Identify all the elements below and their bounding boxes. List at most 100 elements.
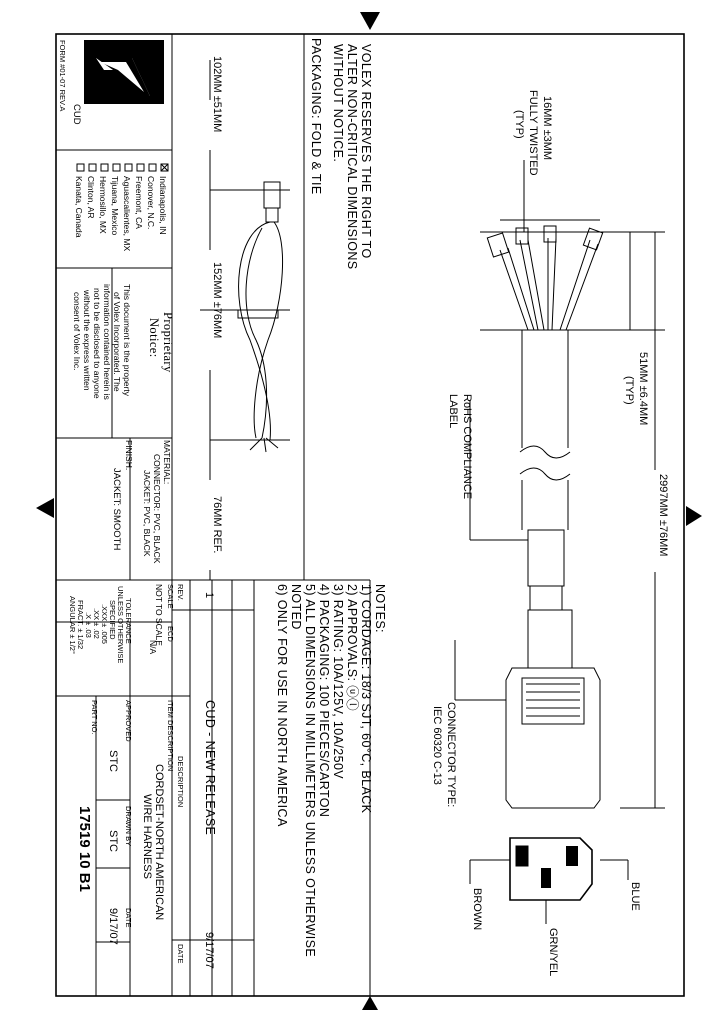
c13-connector-face: [509, 837, 593, 901]
proprietary-line-4: without the express written: [82, 289, 92, 391]
finish-value: JACKET: SMOOTH: [111, 468, 122, 550]
material-jacket: JACKET: PVC, BLACK: [142, 470, 152, 557]
checkbox-tijuana[interactable]: [112, 163, 121, 172]
tolerance-5: .XX ± .02: [92, 608, 101, 639]
material-connector: CONNECTOR: PVC, BLACK: [152, 454, 162, 564]
note-1: 1) CORDAGE: 18/3 SJT, 60°C, BLACK: [359, 584, 373, 814]
strip-dim-2: (TYP): [623, 376, 635, 405]
rev-header: REV.: [176, 584, 185, 601]
volex-logo: Volex CUD FORM #01-07 REV.A: [58, 38, 168, 146]
logo-sub: CUD: [71, 104, 82, 125]
part-no-value: 17519 10 B1: [76, 806, 93, 892]
checkbox-kanata[interactable]: [76, 163, 85, 172]
rohs-label-1: RoHS COMPLIANCE: [461, 394, 473, 499]
checkbox-hermosillo[interactable]: [100, 163, 109, 172]
tolerance-7: FRACT. ± 1/32: [76, 600, 85, 649]
location-list: Indianapolis, IN Conover, N.C. Freemont,…: [74, 163, 169, 251]
item-description-2: WIRE HARNESS: [141, 794, 153, 879]
wire-blue-label: BLUE: [629, 882, 641, 911]
note-6: 6) ONLY FOR USE IN NORTH AMERICA: [275, 584, 289, 827]
packaging-note: PACKAGING: FOLD & TIE: [309, 38, 323, 195]
connector-grip-ribs: [521, 677, 585, 725]
note-5-cont: NOTED: [289, 584, 303, 630]
wire-brown-label: BROWN: [471, 888, 483, 930]
dimension-lines: [454, 160, 665, 924]
drawn-label: DRAWN BY: [124, 806, 133, 846]
checkbox-conover[interactable]: [148, 163, 157, 172]
center-mark-left: [36, 498, 54, 518]
scale-value: NOT TO SCALE: [154, 584, 164, 646]
tolerance-1: TOLERANCE: [124, 598, 133, 644]
connector-type-2: IEC 60320 C-13: [431, 706, 443, 785]
date-header: DATE: [176, 944, 185, 963]
tolerance-2: UNLESS OTHERWISE: [116, 586, 125, 663]
left-block: [56, 34, 371, 996]
tolerance-6: .X ± .03: [84, 612, 93, 638]
rev-date: 9/17/07: [203, 932, 215, 969]
center-mark-bottom: [362, 996, 378, 1010]
date-label: DATE: [124, 908, 133, 927]
cordset-drawing: [486, 225, 604, 901]
note-3: 3) RATING: 10A/125V, 10A/250V: [331, 584, 345, 779]
fold-and-tie-sketch: [200, 60, 290, 580]
note-4: 4) PACKAGING: 100 PIECES/CARTON: [317, 584, 331, 817]
checkbox-clinton[interactable]: [88, 163, 97, 172]
twist-dim-3: (TYP): [513, 110, 525, 139]
note-5: 5) ALL DIMENSIONS IN MILLIMETERS UNLESS …: [303, 584, 317, 957]
c13-slot-top: [515, 845, 529, 867]
center-mark-top: [360, 12, 380, 30]
location-0: Indianapolis, IN: [158, 176, 168, 235]
location-6: Clinton, AR: [86, 176, 96, 219]
location-7: Kanata, Canada: [74, 176, 84, 238]
checkbox-freemont[interactable]: [136, 163, 145, 172]
overall-length-dim: 2997MM ±76MM: [657, 474, 669, 556]
note-2: 2) APPROVALS: ⓤⓛ: [345, 584, 359, 711]
notes: NOTES: 1) CORDAGE: 18/3 SJT, 60°C, BLACK…: [275, 584, 387, 957]
tolerance-3: SPECIFIED: [108, 600, 117, 640]
location-4: Tijuana, Mexico: [110, 176, 120, 235]
notice-line-3: WITHOUT NOTICE.: [331, 44, 345, 162]
c13-ground-slot: [541, 868, 551, 888]
proprietary-line-5: consent of Volex Inc.: [72, 292, 82, 370]
location-2: Freemont, CA: [134, 176, 144, 229]
proprietary-title-2: Notice:: [147, 318, 161, 358]
checkbox-indianapolis[interactable]: [160, 163, 169, 172]
checkbox-aguascalientes[interactable]: [124, 163, 133, 172]
c13-slot-bottom: [566, 846, 578, 866]
notes-title: NOTES:: [373, 584, 387, 633]
item-description-label: ITEM DESCRIPTION: [166, 700, 175, 771]
form-number: FORM #01-07 REV.A: [58, 40, 67, 111]
connector-type-1: CONNECTOR TYPE:: [445, 702, 457, 807]
fold-dim-a: 102MM ±51MM: [211, 56, 223, 132]
drawn-value: STC: [107, 830, 119, 852]
material-label: MATERIAL:: [162, 440, 172, 484]
strip-dim-1: 51MM ±6.4MM: [637, 352, 649, 425]
material-block: MATERIAL: CONNECTOR: PVC, BLACK JACKET: …: [111, 440, 172, 564]
title-block-grid: [55, 580, 255, 996]
twist-dim-1: 16MM ±3MM: [541, 96, 553, 160]
description-header: DESCRIPTION: [176, 756, 185, 807]
notice-line-2: ALTER NON-CRITICAL DIMENSIONS: [345, 44, 359, 270]
part-no-label: PART NO.: [90, 700, 99, 735]
center-mark-right: [686, 506, 702, 526]
finish-label: FINISH:: [124, 440, 134, 470]
location-5: Hermosillo, MX: [98, 176, 108, 234]
title-block: SCALE NOT TO SCALE ECD N/A TOLERANCE UNL…: [68, 584, 175, 945]
approved-value: STC: [107, 750, 119, 772]
rohs-label-2: LABEL: [447, 394, 459, 428]
item-description-1: CORDSET-NORTH AMERICAN: [153, 764, 165, 920]
notice-line-1: VOLEX RESERVES THE RIGHT TO: [359, 44, 373, 259]
logo-text: Volex: [82, 46, 99, 86]
proprietary-line-0: This document is the property: [122, 284, 132, 397]
approved-label: APPROVED: [124, 700, 133, 742]
rev-description: CUD - NEW RELEASE: [203, 700, 217, 835]
proprietary-line-1: of Volex Incorporated. The: [112, 292, 122, 392]
proprietary-line-2: information contained herein is: [102, 284, 112, 400]
wire-grn-yel-label: GRN/YEL: [547, 928, 559, 976]
ecd-label: ECD: [166, 626, 175, 642]
fold-dim-c: 76MM REF.: [211, 496, 223, 553]
ecd-value: N/A: [148, 640, 158, 655]
proprietary-title-1: Proprietary: [161, 312, 175, 373]
rev-value: 1: [203, 592, 215, 598]
